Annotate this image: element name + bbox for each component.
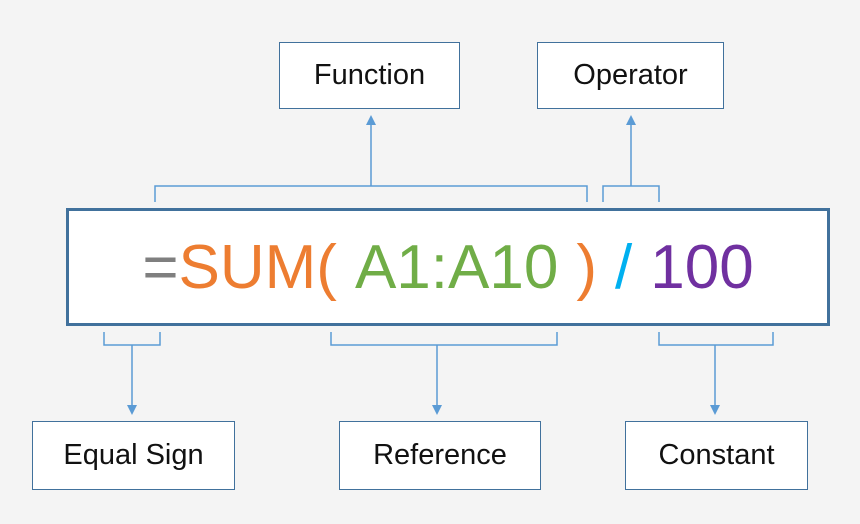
function-label: Function — [313, 59, 426, 91]
constant-label-box: Constant — [625, 421, 808, 490]
operator-label-box: Operator — [537, 42, 724, 109]
formula-equal-sign: = — [142, 232, 179, 302]
constant-bracket — [658, 332, 774, 346]
formula-reference: A1:A10 — [354, 232, 559, 302]
reference-bracket — [330, 332, 558, 346]
operator-bracket — [602, 185, 660, 202]
formula-close-paren: ) — [576, 232, 597, 302]
reference-label-box: Reference — [339, 421, 541, 490]
formula-constant: 100 — [650, 232, 754, 302]
equal-sign-bracket — [103, 332, 161, 346]
equal-sign-label: Equal Sign — [63, 439, 204, 471]
formula-box: = SUM( A1:A10 ) / 100 — [66, 208, 830, 326]
constant-label: Constant — [658, 439, 775, 471]
operator-label: Operator — [573, 59, 688, 91]
function-label-box: Function — [279, 42, 460, 109]
formula-operator: / — [615, 232, 633, 302]
function-bracket — [154, 185, 588, 202]
formula-function-name: SUM( — [178, 232, 337, 302]
reference-label: Reference — [373, 439, 507, 471]
equal-sign-label-box: Equal Sign — [32, 421, 235, 490]
